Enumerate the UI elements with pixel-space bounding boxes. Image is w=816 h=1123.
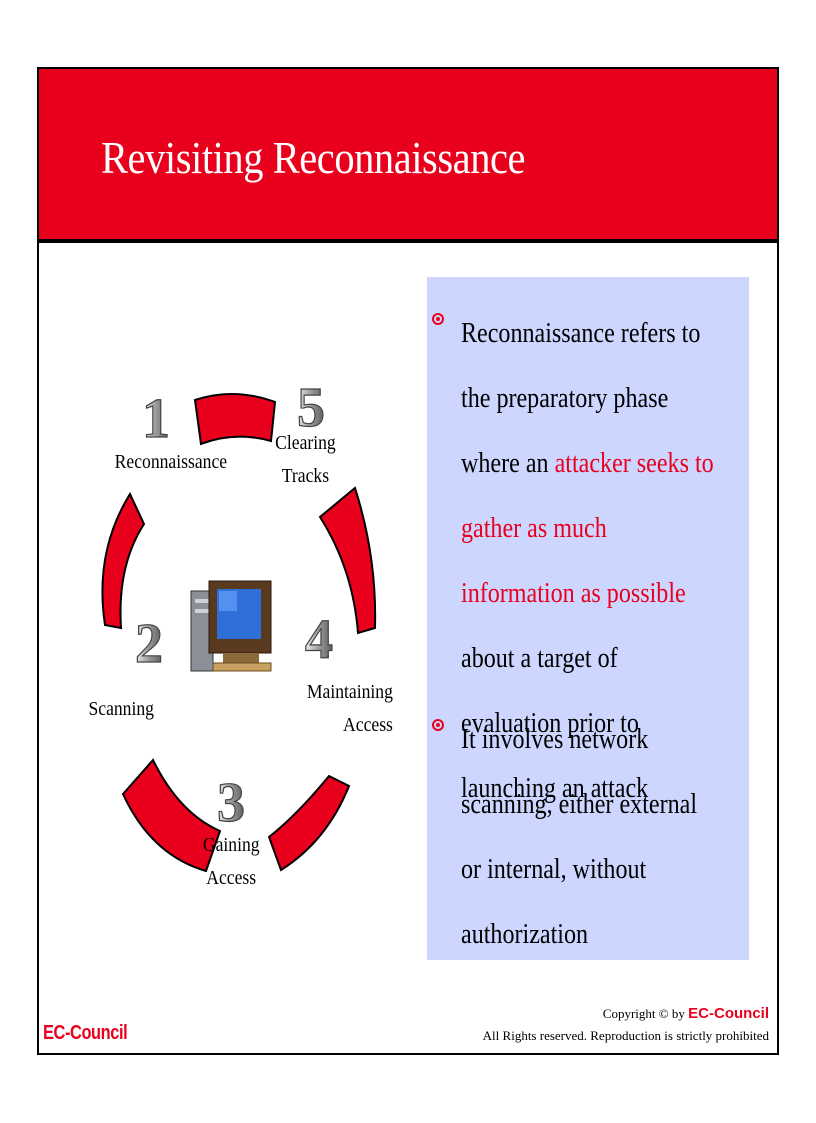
phase-number-4: 4 [305,609,333,671]
bullet-text: Reconnaissance refers to the preparatory… [461,318,714,804]
ec-council-logo: EC-Council [43,1022,128,1044]
phase-label-clearing-tracks: Clearing Tracks [275,432,336,487]
phase-number-3: 3 [217,772,245,834]
cycle-arrow-top [193,393,277,446]
text-panel: Reconnaissance refers to the preparatory… [427,277,749,960]
highlight-text: attacker seeks to gather as much informa… [461,448,714,609]
phase-label-maintaining-access: Maintaining Access [306,681,393,736]
phase-label-scanning: Scanning [88,698,154,720]
phase-label-gaining-access: Gaining Access [202,834,260,889]
cycle-arrow-right [318,486,377,635]
hacking-cycle-diagram: 1 2 3 4 5 [101,376,377,873]
phase-label-reconnaissance: Reconnaissance [114,451,228,473]
phase-number-1: 1 [142,388,170,450]
cycle-arrow-bottom-left [121,758,222,873]
computer-icon [190,580,272,672]
slide: Revisiting Reconnaissance 1 2 3 4 5 [37,67,779,1055]
phase-number-5: 5 [297,377,325,439]
cycle-arrow-left [101,491,146,630]
ec-council-logo-small: EC-Council [688,1005,769,1022]
phase-number-2: 2 [135,613,163,675]
bullet-icon [432,719,444,731]
cycle-arrow-bottom-right [267,774,351,872]
bullet-icon [432,313,444,325]
title-bar: Revisiting Reconnaissance [39,69,777,243]
bullet-text: It involves network scanning, either ext… [461,724,698,950]
page-title: Revisiting Reconnaissance [101,132,526,183]
copyright-notice: Copyright © by EC-Council All Rights res… [482,1005,769,1043]
